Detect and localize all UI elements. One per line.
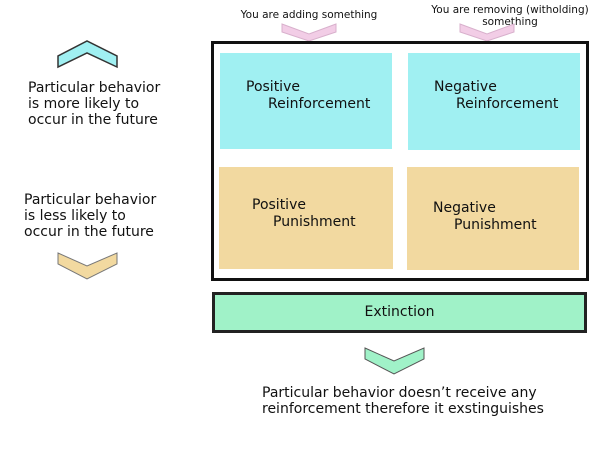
down-chevron-icon <box>57 252 118 280</box>
quadrant-box <box>211 41 589 281</box>
extinction-description: Particular behavior doesn’t receive any … <box>262 385 544 417</box>
text-line: Particular behavior doesn’t receive any <box>262 385 537 401</box>
extinction-chevron-down-icon <box>364 347 425 375</box>
positive-reinforcement-cell: Positive Reinforcement <box>220 53 392 149</box>
cell-line: Negative <box>433 200 496 216</box>
text-line: Particular behavior <box>28 80 161 96</box>
cell-line: Punishment <box>273 214 356 230</box>
pink-chevron-down-icon <box>281 23 337 42</box>
cell-line: Positive <box>252 197 306 213</box>
up-chevron-icon <box>57 40 118 69</box>
more-likely-text: Particular behavior is more likely to oc… <box>28 80 160 128</box>
column-label-removing-1: You are removing (witholding) <box>431 4 589 16</box>
column-label-removing-2: something <box>482 16 538 28</box>
text-line: is less likely to <box>24 208 126 224</box>
text-line: is more likely to <box>28 96 140 112</box>
text-line: Particular behavior <box>24 192 157 208</box>
text-line: occur in the future <box>28 112 158 128</box>
negative-punishment-cell: Negative Punishment <box>407 167 579 270</box>
cell-line: Positive <box>246 79 300 95</box>
text-line: occur in the future <box>24 224 154 240</box>
cell-line: Reinforcement <box>268 96 371 112</box>
negative-reinforcement-cell: Negative Reinforcement <box>408 53 580 150</box>
text-line: reinforcement therefore it exstinguishes <box>262 401 544 417</box>
cell-line: Negative <box>434 79 497 95</box>
less-likely-text: Particular behavior is less likely to oc… <box>24 192 156 240</box>
pink-chevron-down-icon <box>459 23 515 42</box>
cell-line: Punishment <box>454 217 537 233</box>
cell-line: Reinforcement <box>456 96 559 112</box>
extinction-label: Extinction <box>364 304 435 320</box>
extinction-box: Extinction <box>212 292 587 333</box>
positive-punishment-cell: Positive Punishment <box>219 167 393 269</box>
column-label-adding: You are adding something <box>240 9 378 21</box>
